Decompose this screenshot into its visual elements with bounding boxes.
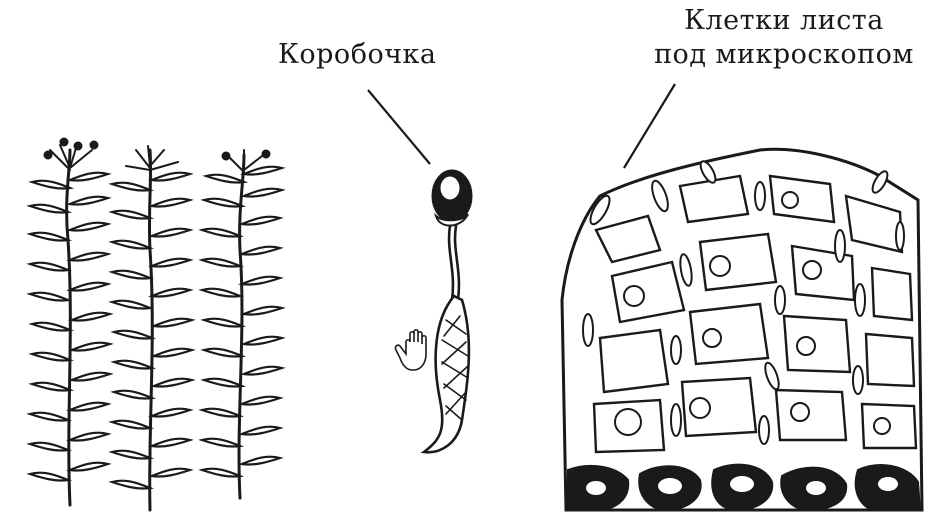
capsule-label: Коробочка: [278, 38, 437, 72]
moss-plant-3: [202, 150, 282, 498]
leaf-cells-micrograph: [562, 149, 922, 510]
leaf-cells-label: Клетки листа под микроскопом: [646, 4, 922, 72]
moss-plant-2: [112, 146, 192, 510]
leaf-cells-label-line2: под микроскопом: [646, 38, 922, 72]
hand-pointer-icon: [395, 330, 426, 370]
moss-plant-1: [30, 138, 110, 505]
cells-leader-line: [624, 84, 675, 168]
capsule-sporophyte: [424, 170, 472, 452]
capsule-leader-line: [368, 90, 430, 164]
leaf-cells-label-line1: Клетки листа: [646, 4, 922, 38]
